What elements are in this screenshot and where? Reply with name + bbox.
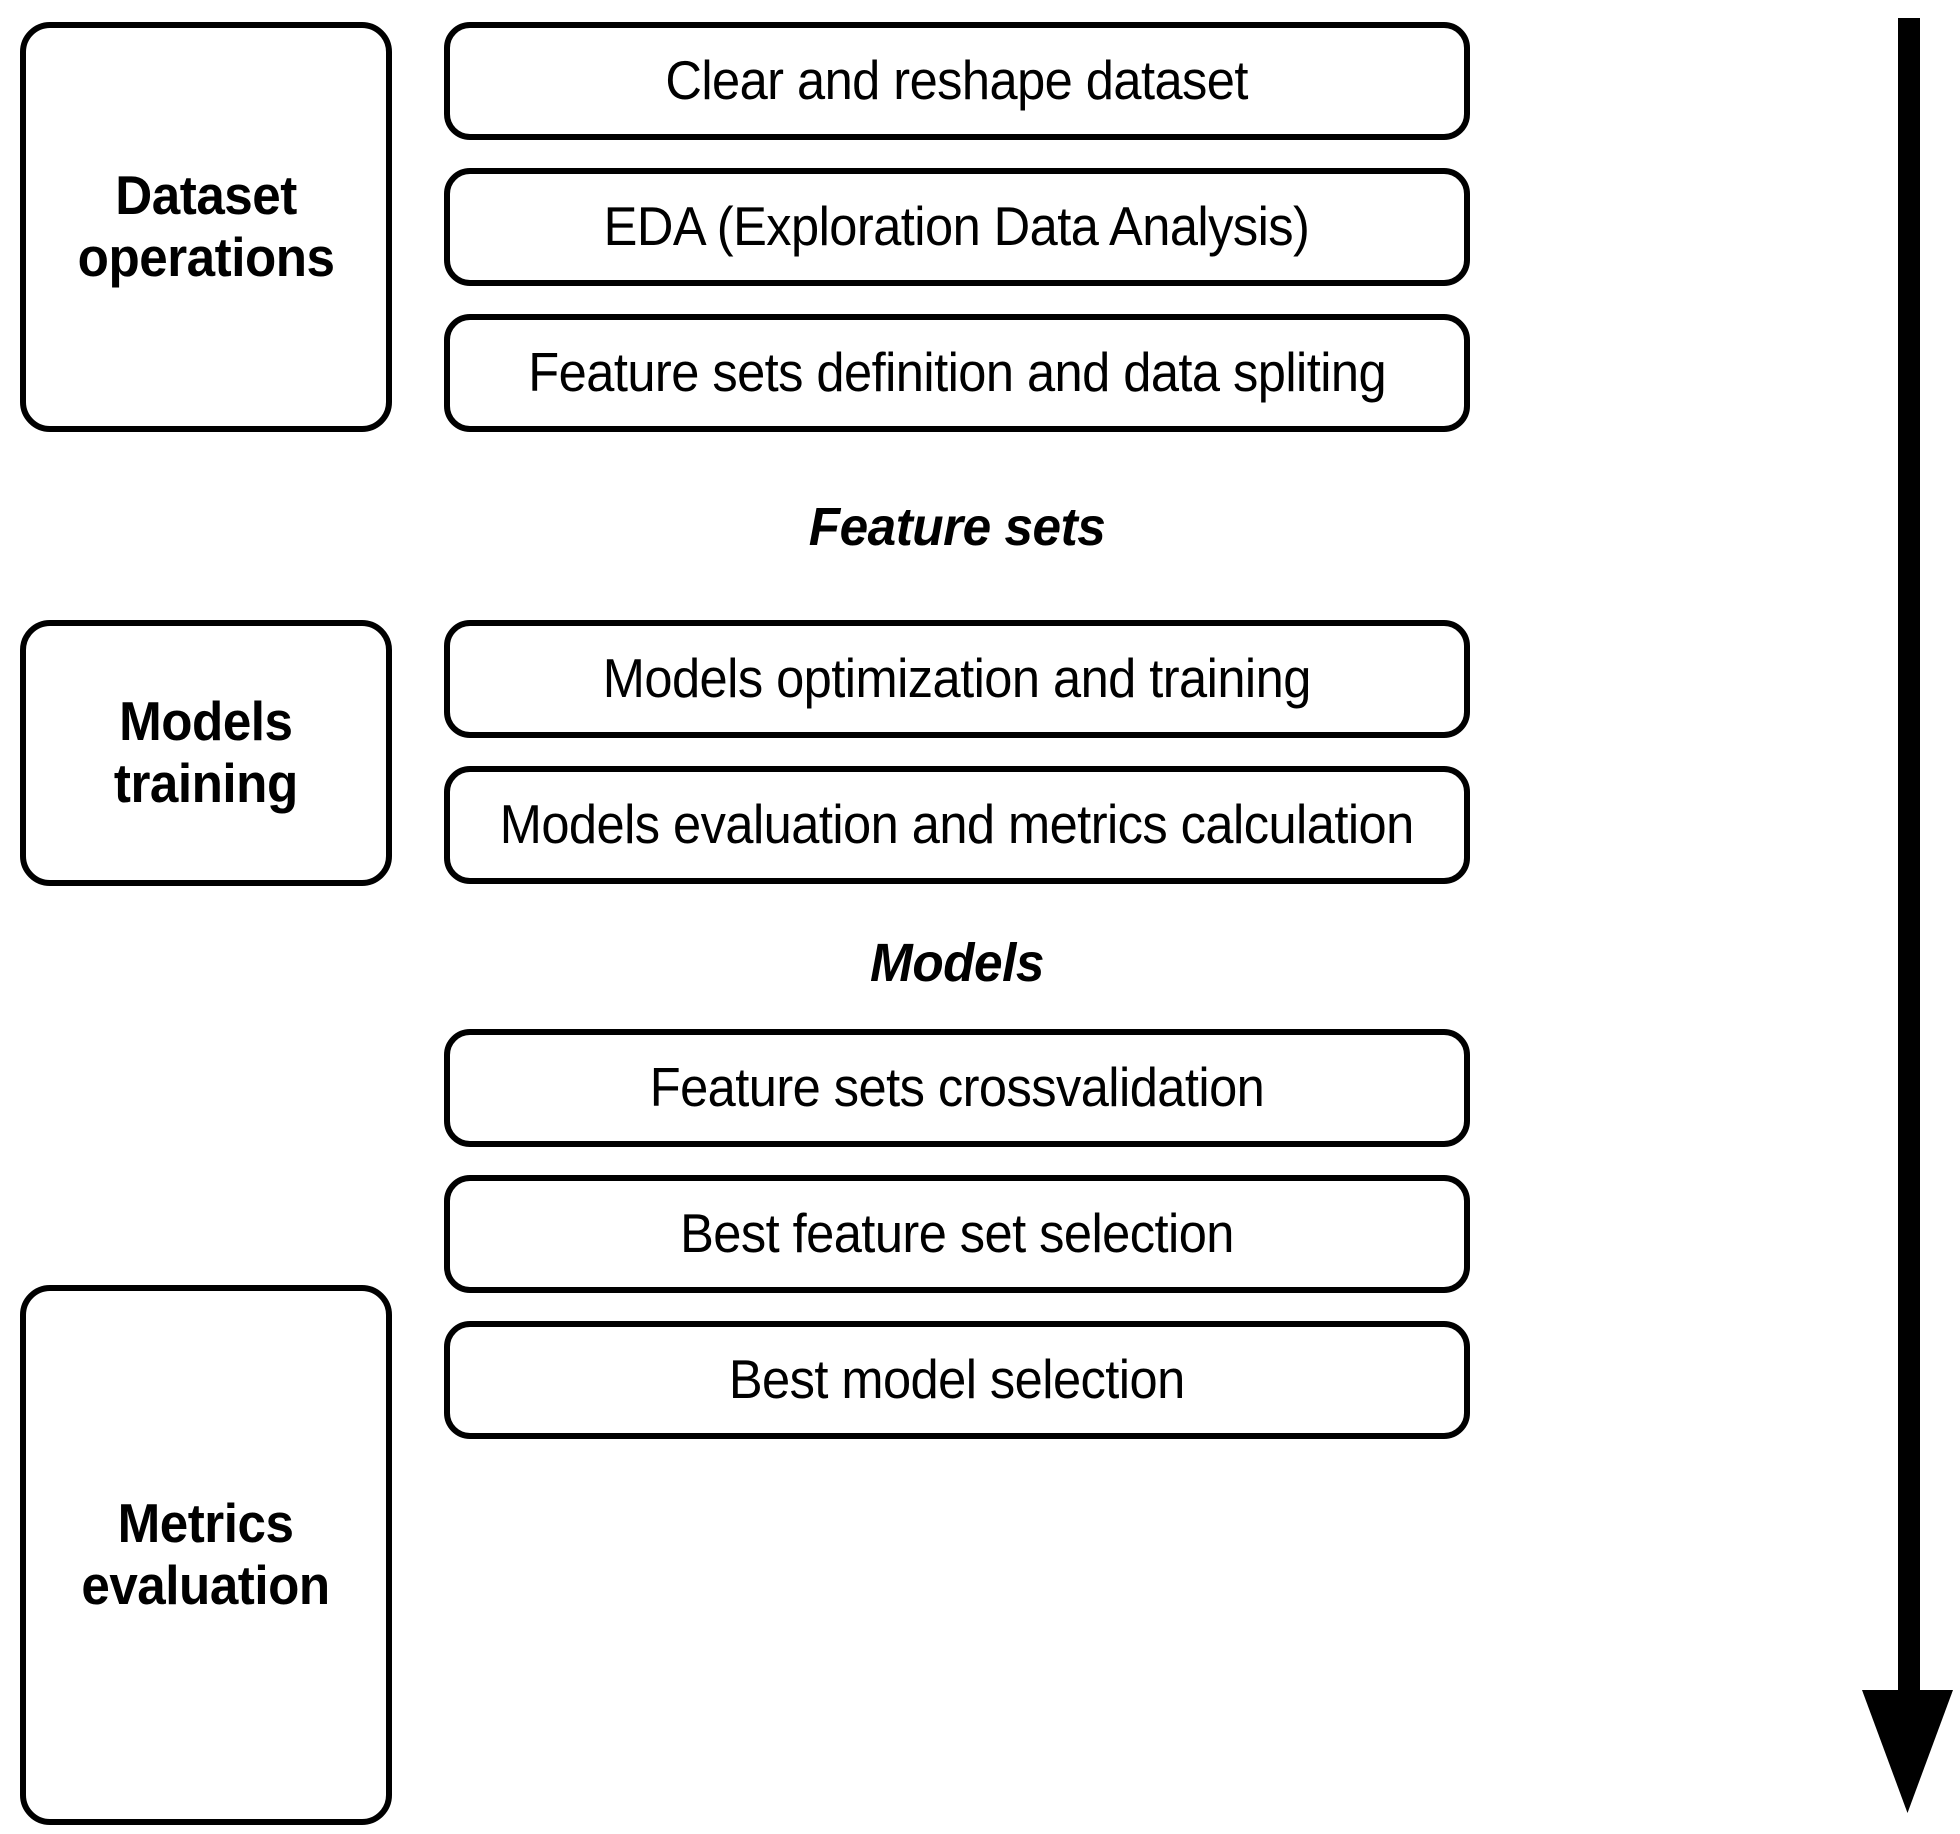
step-box-eda: EDA (Exploration Data Analysis) <box>444 168 1470 286</box>
stage-box-models-training: Models training <box>20 620 392 886</box>
step-box-feature-def-split: Feature sets definition and data splitin… <box>444 314 1470 432</box>
step-label-feature-def-split: Feature sets definition and data splitin… <box>528 341 1386 404</box>
step-label-clear-reshape: Clear and reshape dataset <box>665 49 1249 112</box>
step-box-feature-crossvalidation: Feature sets crossvalidation <box>444 1029 1470 1147</box>
step-label-best-feature-set: Best feature set selection <box>680 1202 1234 1265</box>
step-label-feature-crossvalidation: Feature sets crossvalidation <box>649 1056 1265 1119</box>
stage-label-dataset-operations: Dataset operations <box>77 164 335 288</box>
step-box-best-model: Best model selection <box>444 1321 1470 1439</box>
stage-label-models-training: Models training <box>114 690 298 814</box>
stage-label-metrics-evaluation: Metrics evaluation <box>81 1492 331 1616</box>
step-box-models-optimization: Models optimization and training <box>444 620 1470 738</box>
step-label-models-optimization: Models optimization and training <box>602 647 1312 710</box>
step-label-models-evaluation: Models evaluation and metrics calculatio… <box>500 793 1415 856</box>
step-box-models-evaluation: Models evaluation and metrics calculatio… <box>444 766 1470 884</box>
step-label-eda: EDA (Exploration Data Analysis) <box>604 195 1310 258</box>
step-box-best-feature-set: Best feature set selection <box>444 1175 1470 1293</box>
step-label-best-model: Best model selection <box>729 1348 1185 1411</box>
stage-box-dataset-operations: Dataset operations <box>20 22 392 432</box>
connector-label-feature-sets: Feature sets <box>808 497 1106 557</box>
step-box-clear-reshape: Clear and reshape dataset <box>444 22 1470 140</box>
connector-label-models: Models <box>870 933 1044 993</box>
flow-arrow-down-icon <box>1862 18 1953 1813</box>
stage-box-metrics-evaluation: Metrics evaluation <box>20 1285 392 1825</box>
